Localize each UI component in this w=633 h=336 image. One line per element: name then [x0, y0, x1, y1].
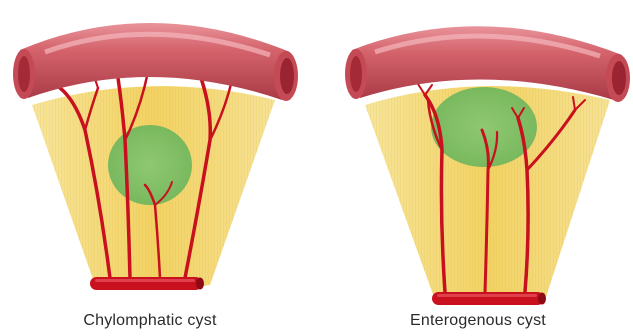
caption-chylolymphatic: Chylomphatic cyst [0, 312, 300, 330]
enterogenous-panel [345, 26, 630, 305]
caption-enterogenous: Enterogenous cyst [328, 312, 628, 330]
chylolymphatic-panel [13, 23, 298, 290]
vessel-arcade [432, 292, 544, 305]
vessel-arcade [90, 277, 202, 290]
